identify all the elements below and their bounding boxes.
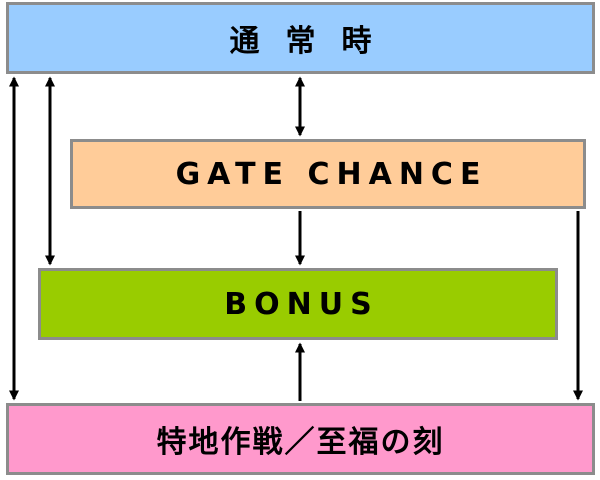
gate-chance-box: GATE CHANCE [70, 139, 586, 209]
gate-chance-label: GATE CHANCE [175, 156, 488, 192]
special-operation-label: 特地作戦／至福の刻 [156, 425, 445, 460]
bonus-box: BONUS [38, 268, 558, 340]
normal-state-box: 通常時 [6, 2, 595, 74]
normal-state-label: 通常時 [229, 24, 398, 59]
bonus-label: BONUS [224, 286, 379, 322]
special-operation-box: 特地作戦／至福の刻 [6, 403, 595, 475]
